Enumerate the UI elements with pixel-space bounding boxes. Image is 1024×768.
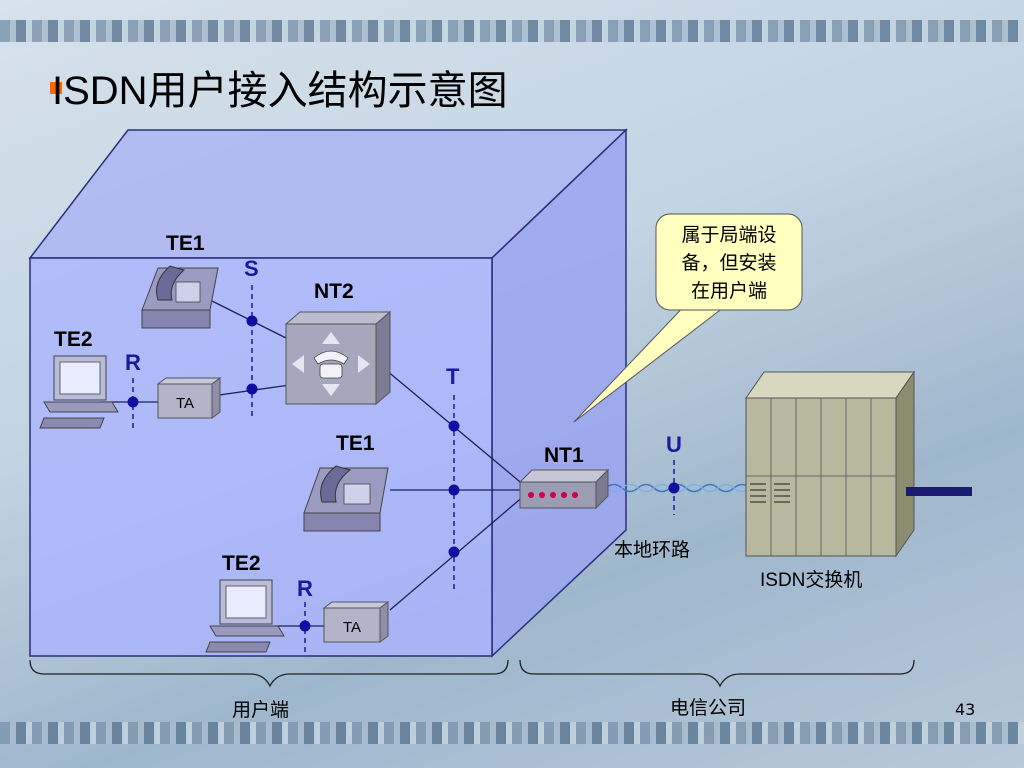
nt2-switch-icon [284, 310, 392, 406]
user-side-brace [29, 659, 509, 688]
ta-top-box [156, 377, 222, 419]
te2-top-label: TE2 [54, 328, 93, 351]
callout-line-1: 属于局端设 [681, 224, 776, 246]
user-side-label: 用户端 [232, 699, 289, 721]
te1-mid-label: TE1 [336, 432, 375, 455]
callout-line-3: 在用户端 [691, 280, 767, 302]
t-reference-label: T [446, 364, 460, 389]
top-decorative-band [0, 20, 1024, 42]
ta-top-label: TA [176, 395, 194, 412]
reference-point-nodes [127, 315, 680, 632]
nt1-label: NT1 [544, 444, 584, 467]
nt2-label: NT2 [314, 280, 354, 303]
trunk-line [906, 487, 972, 496]
local-loop-label: 本地环路 [614, 539, 690, 561]
nt1-device-icon [518, 468, 610, 510]
callout-line-2: 备，但安装 [681, 252, 776, 274]
isdn-switch-cabinet-icon [745, 370, 915, 558]
page-number: 43 [955, 700, 976, 719]
u-reference-label: U [666, 432, 682, 457]
title-bullet-icon [50, 82, 62, 94]
telecom-side-brace [519, 659, 915, 688]
telecom-side-label: 电信公司 [670, 697, 746, 719]
ta-bottom-box [322, 601, 390, 643]
callout-box [655, 213, 803, 311]
r-top-reference-label: R [125, 350, 141, 375]
te1-top-phone-icon [141, 265, 219, 329]
slide-title: ISDN用户接入结构示意图 [52, 69, 508, 113]
te2-bottom-label: TE2 [222, 552, 261, 575]
te2-bottom-computer-icon [205, 579, 285, 653]
te1-top-label: TE1 [166, 232, 205, 255]
ta-bottom-label: TA [343, 619, 361, 636]
te2-top-computer-icon [39, 355, 119, 429]
te1-mid-phone-icon [303, 465, 389, 532]
bottom-decorative-band [0, 722, 1024, 744]
isdn-switch-label: ISDN交换机 [760, 569, 862, 591]
r-bottom-reference-label: R [297, 576, 313, 601]
s-reference-label: S [244, 256, 259, 281]
